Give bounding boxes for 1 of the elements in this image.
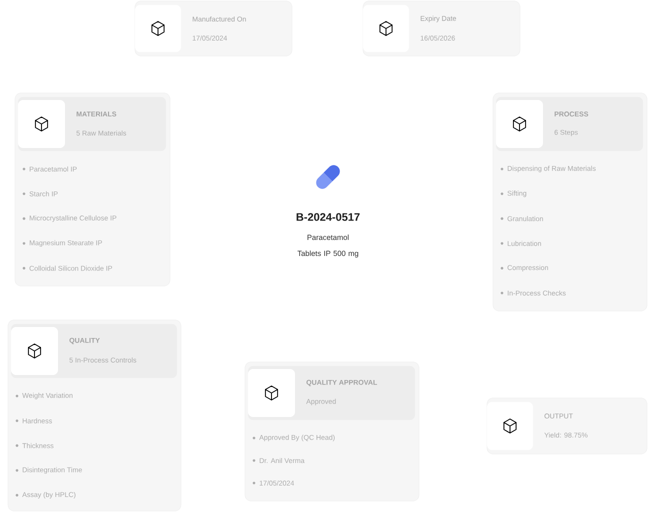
batch-number: B-2024-0517 [296, 213, 360, 221]
